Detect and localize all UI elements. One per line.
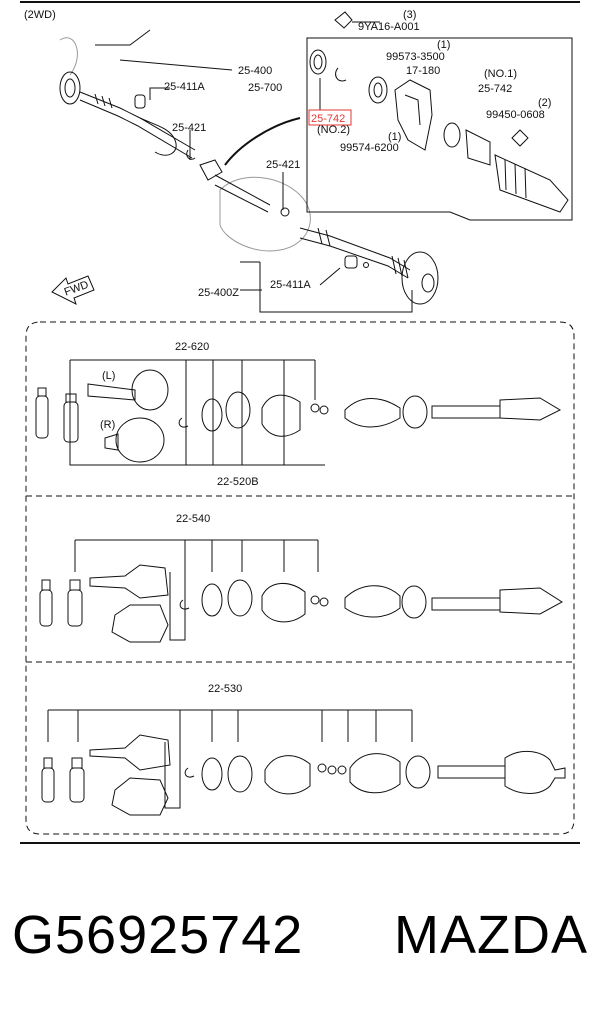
bolt-qty: (3) xyxy=(403,9,416,21)
kit-2-label: 22-540 xyxy=(176,513,210,525)
bearing-label: 17-180 xyxy=(406,65,440,77)
kit-2-parts xyxy=(39,539,563,643)
inset-detail xyxy=(306,11,573,221)
bolt-code: 9YA16-A001 xyxy=(358,21,420,33)
dust-cover-label-a: 25-411A xyxy=(164,81,205,93)
kit-1-parts xyxy=(35,359,562,466)
clip-label-a: 25-421 xyxy=(172,122,206,134)
kit-3-label: 22-530 xyxy=(208,683,242,695)
snap-ring2-code: 99574-6200 xyxy=(340,142,399,154)
seal-no1-code: 25-742 xyxy=(478,83,512,95)
shaft-assy-z-label: 25-400Z xyxy=(198,287,239,299)
seal-no2-highlight xyxy=(308,109,352,126)
product-title: G56925742 MAZDA xyxy=(0,890,600,980)
clip-label-b: 25-421 xyxy=(266,159,300,171)
upper-assembly xyxy=(51,29,439,313)
part-number: G56925742 xyxy=(12,905,304,965)
kit-1-right-tag: (R) xyxy=(100,419,115,431)
bolt2-qty: (2) xyxy=(538,97,551,109)
snap-ring-qty: (1) xyxy=(437,39,450,51)
bolt2-code: 99450-0608 xyxy=(486,109,545,121)
parts-diagram: (2WD) xyxy=(20,1,580,844)
snap-ring2-qty: (1) xyxy=(388,131,401,143)
joint-shaft-label: 25-700 xyxy=(248,82,282,94)
kit-1-label: 22-620 xyxy=(175,341,209,353)
shaft-assy-label: 25-400 xyxy=(238,65,272,77)
dust-cover-label-b: 25-411A xyxy=(270,279,311,291)
kit-1-left-tag: (L) xyxy=(102,370,115,382)
seal-no1-note: (NO.1) xyxy=(484,68,517,80)
seal-no2-code: 25-742 xyxy=(311,113,345,125)
variant-label: (2WD) xyxy=(24,9,56,21)
kits-frame xyxy=(25,321,575,835)
snap-ring-code: 99573-3500 xyxy=(386,51,445,63)
kit-3-parts xyxy=(41,709,566,816)
kit-1-sub-label: 22-520B xyxy=(217,476,259,488)
brand-name: MAZDA xyxy=(394,905,588,965)
seal-no2-note: (NO.2) xyxy=(317,124,350,136)
